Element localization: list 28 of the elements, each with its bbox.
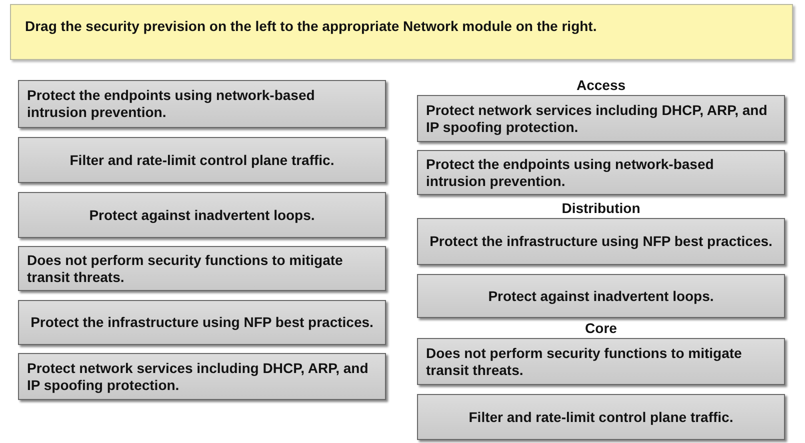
answer-tile [417,274,785,318]
tile-text: Protect the infrastructure using NFP best practices. [430,233,772,250]
answer-tile [18,192,386,238]
answer-tile [18,80,386,128]
module-heading: Distribution [560,200,642,216]
tile-text: Does not perform security functions to mitigate transit threats. [426,344,743,378]
tile-text: Protect network services including DHCP, ARP, and IP spoofing protection. [27,360,370,394]
tile-text: Protect the endpoints using network-based intrusion prevention. [426,156,715,190]
answer-tile [18,246,386,291]
module-heading: Core [584,320,618,336]
tile-text: Protect network services including DHCP, ARP, and IP spoofing protection. [426,102,768,136]
tile-text: Filter and rate-limit control plane traffic. [70,152,334,168]
tile-text: Protect the infrastructure using NFP best practices. [30,314,374,331]
tile-text: Does not perform security functions to mitigate transit threats. [27,252,344,286]
tile-text: Filter and rate-limit control plane traffic. [468,408,734,426]
answer-tile [417,150,785,195]
answer-tile [417,95,785,142]
tile-text: Protect against inadvertent loops. [89,206,315,224]
answer-tile [417,218,785,265]
title: Drag the security prevision on the left to the appropriate Network module on the right. [25,18,597,34]
answer-tile [18,137,386,183]
answer-tile [18,300,386,345]
tile-text: Protect the endpoints using network-based intrusion prevention. [27,87,316,121]
answer-tile [417,338,785,385]
module-heading: Access [575,77,627,93]
answer-tile [417,394,785,440]
answer-tile [18,353,386,400]
tile-text: Protect against inadvertent loops. [488,288,714,304]
